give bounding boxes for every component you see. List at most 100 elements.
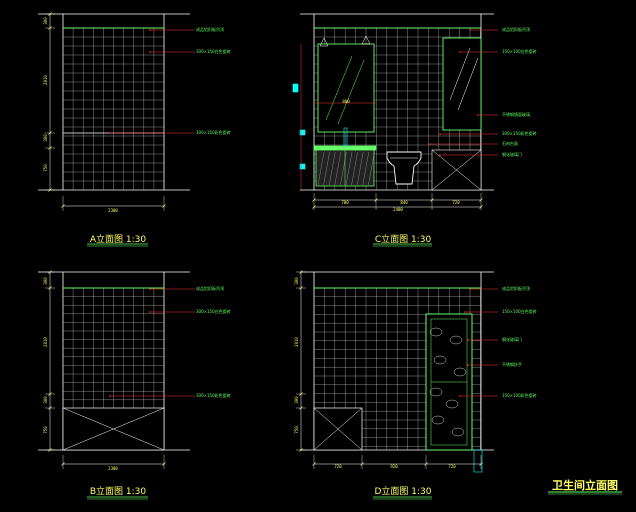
section-mark: [473, 449, 483, 473]
leader-dot: [477, 114, 479, 116]
dim-label: 800: [342, 99, 350, 104]
vanity-hatch: [351, 151, 358, 186]
vanity-hatch: [345, 151, 353, 186]
stone-pattern: [445, 399, 459, 409]
leader-dot: [459, 395, 461, 397]
glass-reflection: [449, 47, 471, 101]
view-title-d: D立面图 1:30: [374, 485, 431, 497]
annotation-text: 钢化玻璃门: [502, 151, 522, 157]
view-title-c: C立面图 1:30: [375, 233, 432, 245]
vanity-hatch: [340, 151, 347, 186]
dim-label: 2400: [393, 207, 403, 212]
drawing-text: 30020103007502300成品铝扣板吊顶300×150白色瓷砖300×1…: [43, 17, 618, 497]
annotation-text: 石材台面: [502, 140, 518, 146]
dim-tick: [299, 286, 303, 290]
annotation-text: 成品铝扣板吊顶: [196, 26, 224, 32]
dim-tick: [479, 198, 483, 202]
dim-tick: [479, 205, 483, 209]
view-title-b: B立面图 1:30: [90, 485, 147, 497]
dim-tick: [162, 462, 166, 466]
leader-dot: [459, 51, 461, 53]
annotation-text: 300×150彩色瓷砖: [502, 130, 537, 136]
main-title: 卫生间立面图: [552, 478, 618, 492]
leader-dot: [149, 311, 151, 313]
dim-label: 750: [43, 164, 48, 172]
tile-grid-b: [63, 288, 164, 408]
faucet-icon: [343, 127, 348, 147]
dim-label: 300: [294, 396, 299, 404]
dim-tick: [48, 286, 52, 290]
dim-tick: [312, 462, 316, 466]
dim-label: 2300: [108, 208, 118, 213]
cabinet-cross: [313, 407, 363, 451]
leader-dot: [439, 154, 441, 156]
dim-tick: [360, 462, 364, 466]
dim-tick: [48, 26, 52, 30]
dim-tick: [479, 462, 483, 466]
dim-label: 300: [294, 277, 299, 285]
annotation-text: 不锈钢扶手: [502, 361, 522, 367]
mirror-reflection: [337, 59, 365, 125]
dim-tick: [299, 392, 303, 396]
leader-dot: [109, 132, 111, 134]
dim-label: 300: [43, 17, 48, 25]
dim-tick: [61, 204, 65, 208]
annotation-text: 成品铝扣板吊顶: [502, 26, 530, 32]
dim-tick: [430, 198, 434, 202]
leader-dot: [464, 311, 466, 313]
leader-dot: [149, 29, 151, 31]
dim-tick: [312, 205, 316, 209]
dim-label: 840: [400, 200, 408, 205]
leader-dot: [467, 339, 469, 341]
dim-tick: [48, 270, 52, 274]
dim-label: 750: [43, 426, 48, 434]
leader-dot: [469, 288, 471, 290]
dim-label: 720: [452, 200, 460, 205]
vanity-hatch: [334, 151, 341, 186]
dim-tick: [48, 392, 52, 396]
annotation-text: 不锈钢镜面玻璃: [502, 111, 530, 117]
stone-pattern: [431, 415, 445, 425]
cabinet-cross: [62, 407, 165, 451]
leader-dot: [467, 364, 469, 366]
stone-pattern: [429, 327, 443, 337]
dim-tick: [48, 131, 52, 135]
annotation-text: 150×100彩色瓷砖: [502, 392, 537, 398]
section-mark: [292, 83, 299, 93]
cabinet-cross: [431, 149, 482, 191]
tile-grid-a: [63, 28, 164, 190]
dim-label: 2010: [43, 337, 48, 347]
leader-dot: [149, 288, 151, 290]
section-mark: [299, 129, 306, 136]
dim-tick: [48, 406, 52, 410]
dim-label: 920: [390, 464, 398, 469]
stone-pattern: [433, 355, 447, 365]
dim-label: 300: [43, 134, 48, 142]
stone-pattern: [429, 387, 443, 397]
mirror-reflection: [325, 55, 353, 121]
dim-tick: [299, 448, 303, 452]
view-title-a: A立面图 1:30: [90, 233, 147, 245]
dim-tick: [48, 448, 52, 452]
stone-pattern: [449, 335, 463, 345]
glass-reflection: [457, 57, 479, 111]
drawing-base: [38, 12, 622, 500]
stone-pattern: [451, 427, 465, 437]
annotation-text: 150×100白色瓷砖: [502, 308, 537, 314]
dim-label: 700: [341, 200, 349, 205]
dim-tick: [299, 406, 303, 410]
dim-tick: [424, 462, 428, 466]
dim-tick: [61, 462, 65, 466]
annotation-text: 300×150彩色瓷砖: [196, 129, 231, 135]
annotation-text: 钢化玻璃门: [502, 336, 522, 342]
annotation-text: 成品铝扣板吊顶: [502, 285, 530, 291]
leader-dot: [149, 51, 151, 53]
lamp-icon: [361, 35, 371, 45]
dim-label: 720: [334, 464, 342, 469]
toilet-icon: [386, 151, 422, 185]
dim-tick: [48, 146, 52, 150]
lamp-icon: [319, 37, 329, 47]
leader-dot: [469, 29, 471, 31]
vanity-hatch: [329, 151, 336, 186]
